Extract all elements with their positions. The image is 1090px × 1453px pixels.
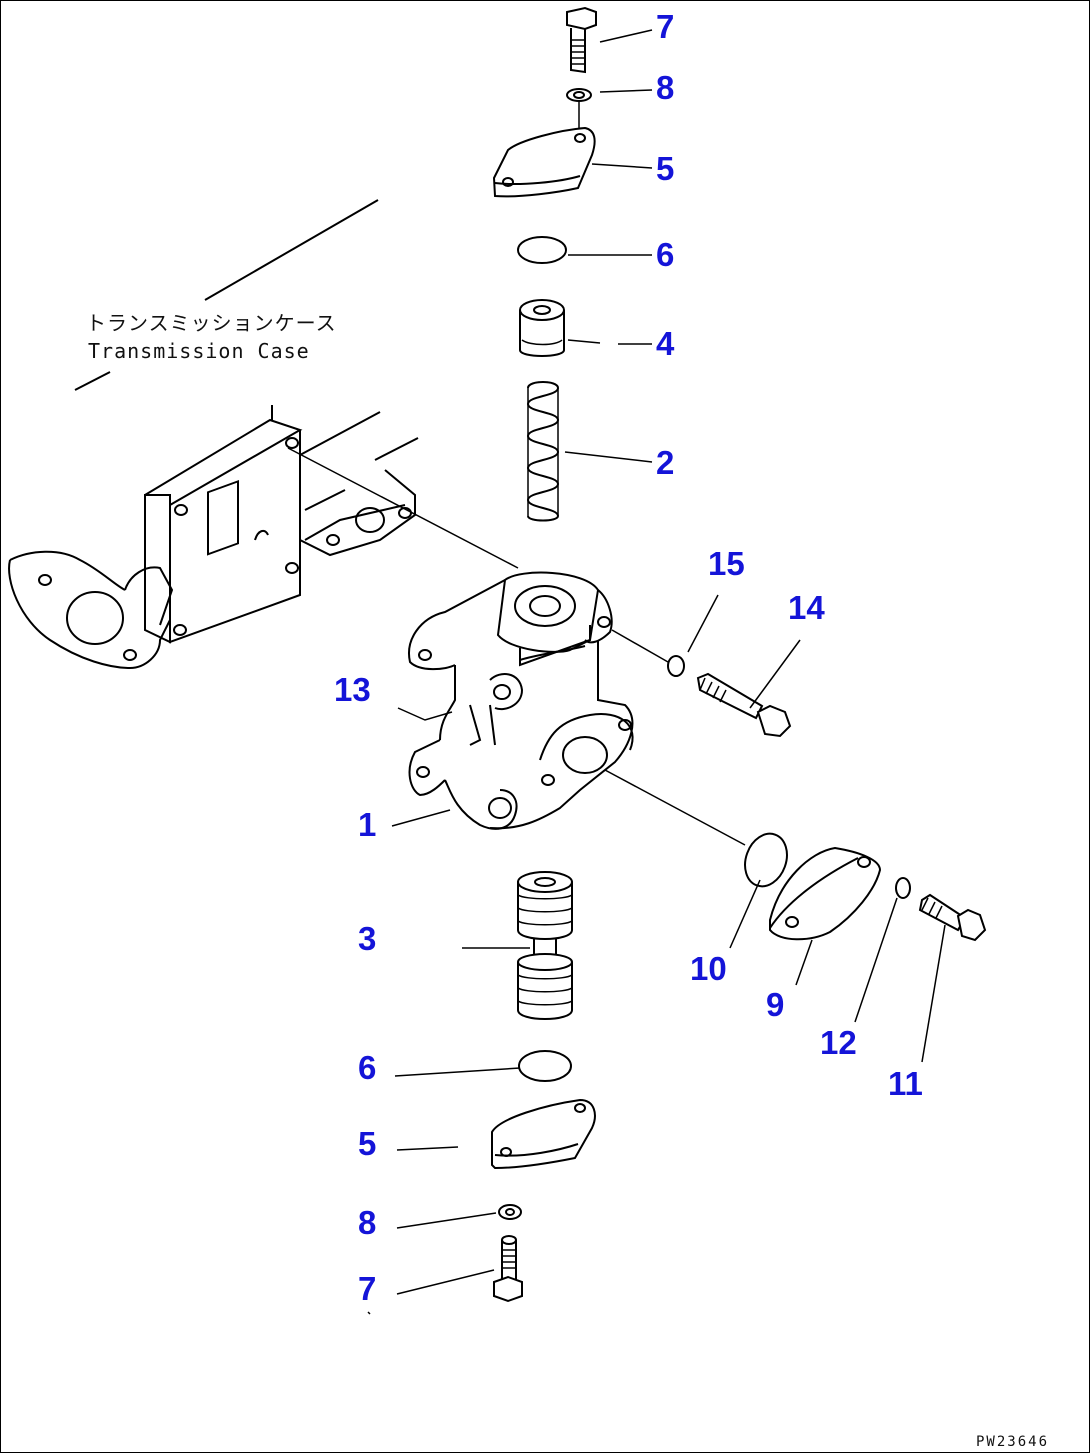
label-top-oring: 6: [656, 236, 674, 273]
label-top-bolt: 7: [656, 8, 674, 45]
label-spool: 3: [358, 920, 376, 957]
top-cover: [492, 126, 596, 198]
spool: [517, 871, 573, 1020]
label-side-bolt: 11: [888, 1065, 923, 1102]
bottom-washer: [498, 1204, 522, 1220]
plug: [696, 672, 792, 738]
transmission-case: [8, 199, 419, 670]
drawing-id: PW23646: [976, 1434, 1049, 1450]
case-label-english: Transmission Case: [88, 339, 310, 363]
side-washer: [895, 877, 911, 899]
plug-washer: [667, 655, 685, 677]
label-top-washer: 8: [656, 69, 674, 106]
spring: [526, 381, 560, 522]
bottom-oring: [518, 1050, 572, 1082]
top-washer: [566, 88, 592, 102]
bottom-bolt: [493, 1235, 523, 1303]
case-label-japanese: トランスミッションケース: [86, 311, 337, 335]
label-side-oring: 10: [690, 950, 727, 987]
label-plug: 14: [788, 589, 825, 626]
bottom-cover: [491, 1098, 596, 1170]
label-bottom-bolt: 7: [358, 1270, 376, 1307]
top-oring: [517, 236, 567, 264]
label-pin: 13: [334, 671, 371, 708]
label-spring: 2: [656, 444, 674, 481]
side-cover: [769, 846, 882, 941]
label-side-washer: 12: [820, 1024, 857, 1061]
label-piston: 4: [656, 325, 675, 362]
leader-lines: [367, 29, 946, 1315]
label-valve-body: 1: [358, 806, 376, 843]
label-top-cover: 5: [656, 150, 674, 187]
label-bottom-oring: 6: [358, 1049, 376, 1086]
top-bolt: [566, 6, 597, 74]
label-bottom-washer: 8: [358, 1204, 376, 1241]
valve-body: [408, 571, 634, 830]
label-plug-washer: 15: [708, 545, 745, 582]
label-bottom-cover: 5: [358, 1125, 376, 1162]
side-oring: [744, 832, 788, 888]
side-bolt: [918, 893, 987, 942]
piston: [519, 299, 565, 357]
label-side-cover: 9: [766, 986, 784, 1023]
